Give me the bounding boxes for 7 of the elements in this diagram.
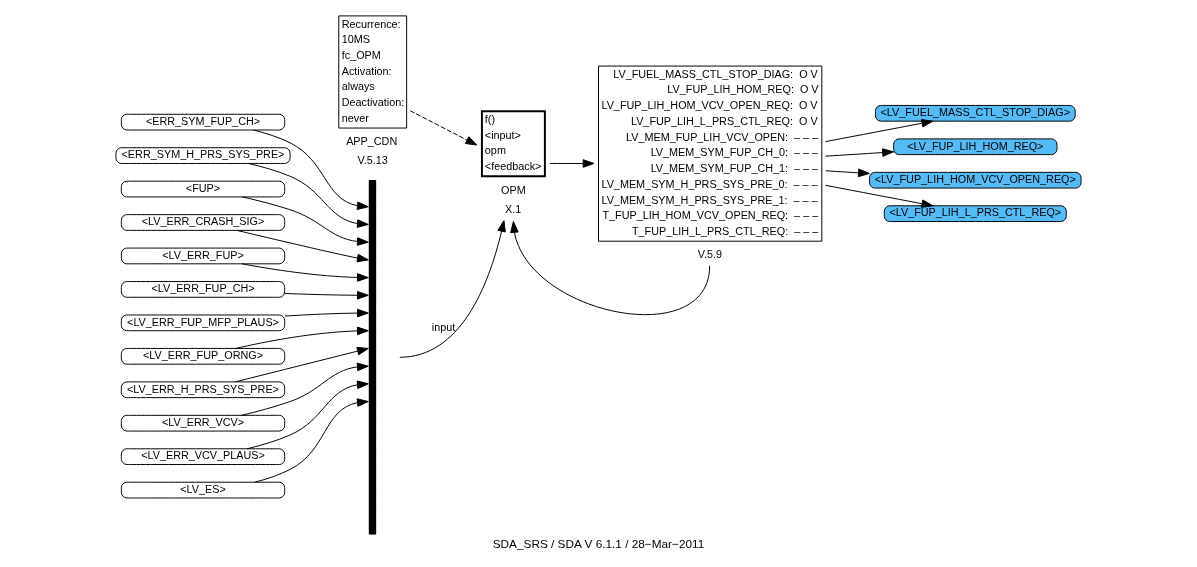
node-label: OPM (501, 183, 526, 196)
node-label: APP_CDN (346, 134, 398, 147)
node-label: V.5.13 (357, 154, 388, 167)
node-label: V.5.9 (697, 247, 723, 260)
caption: SDA_SRS / SDA V 6.1.1 / 28−Mar−2011 (492, 536, 705, 551)
node-label: X.1 (505, 203, 522, 216)
edge-label: input (431, 320, 456, 333)
